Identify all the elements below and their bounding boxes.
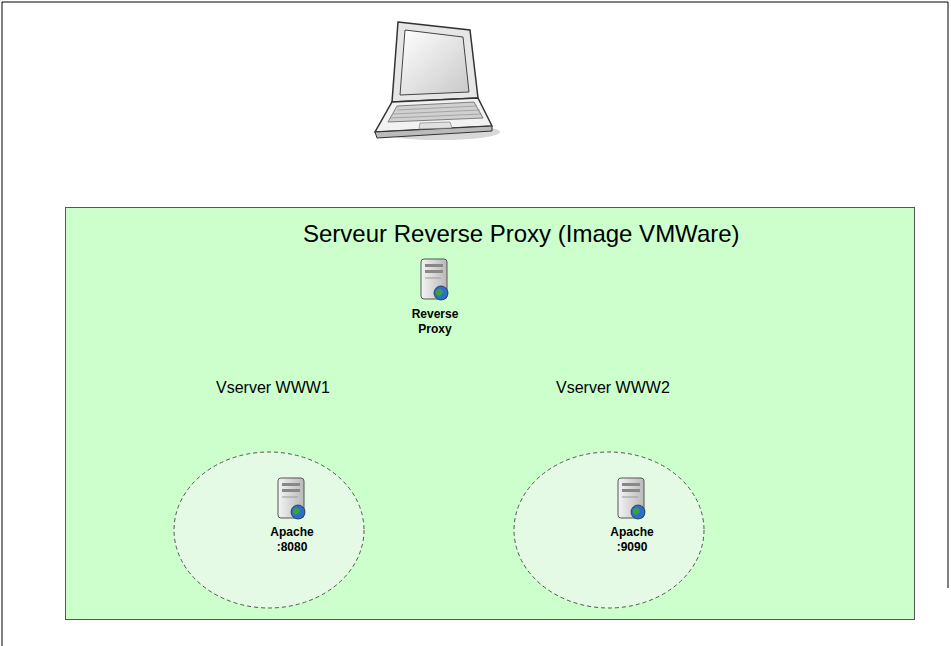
frame-line <box>2 2 3 646</box>
frame-line <box>948 2 949 588</box>
server-icon-shape <box>618 478 645 519</box>
server-region: Serveur Reverse Proxy (Image VMWare) Vser… <box>65 207 915 620</box>
server-icon <box>420 258 450 302</box>
server-icon <box>617 477 647 521</box>
laptop-illustration <box>375 22 500 140</box>
server-label: Reverse Proxy <box>402 307 468 337</box>
server-label: Apache :9090 <box>602 525 662 555</box>
server-label: Apache :8080 <box>262 525 322 555</box>
ellipse-line <box>514 452 704 608</box>
vserver-ellipse: Vserver WWW2Apache :9090 <box>513 371 705 609</box>
vserver-heading: Vserver WWW2 <box>556 379 670 397</box>
region-title: Serveur Reverse Proxy (Image VMWare) <box>303 220 740 248</box>
vserver-heading: Vserver WWW1 <box>216 379 330 397</box>
vserver-ellipse: Vserver WWW1Apache :8080 <box>173 371 365 609</box>
frame-line <box>2 2 948 3</box>
server-icon-shape <box>421 259 448 300</box>
ellipse-outline <box>513 451 705 609</box>
server-icon <box>277 477 307 521</box>
ellipse-line <box>174 452 364 608</box>
ellipse-outline <box>173 451 365 609</box>
server-icon-shape <box>278 478 305 519</box>
